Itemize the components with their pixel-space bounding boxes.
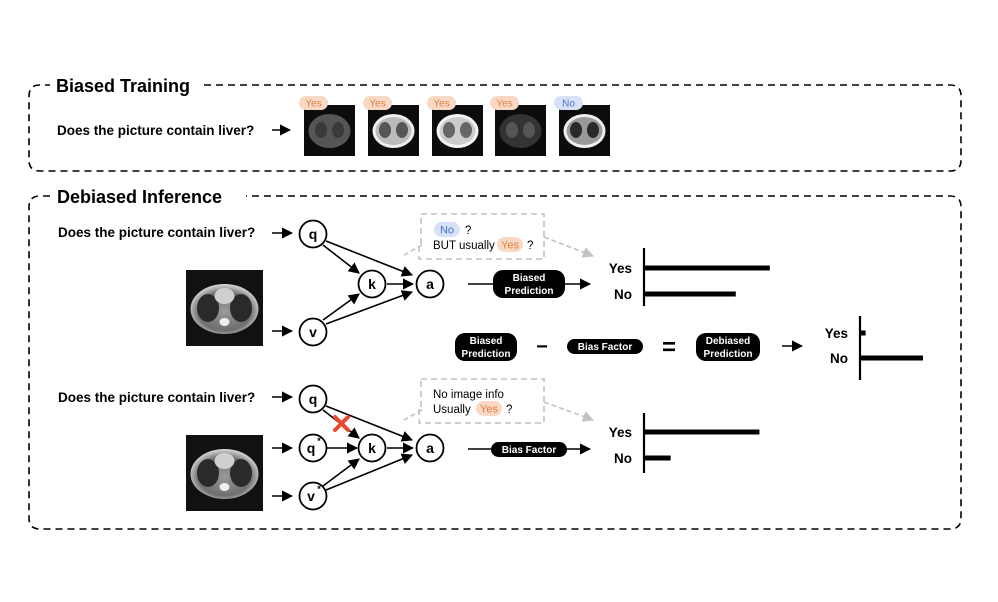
biased-training-panel: Biased Training Does the picture contain…: [28, 72, 962, 172]
node-q-star-label: q: [307, 440, 316, 456]
label-pill-text: Yes: [305, 99, 321, 110]
training-scan: Yes: [299, 96, 355, 156]
node-a-bottom: [415, 433, 445, 463]
bubble-usually: Usually: [433, 404, 471, 416]
label-pill: [299, 96, 328, 110]
svg-text:Prediction: Prediction: [704, 349, 753, 360]
svg-text:Bias Factor: Bias Factor: [502, 445, 557, 456]
node-k-bottom: [357, 433, 387, 463]
training-scan: Yes: [363, 96, 419, 156]
label-pill-text: Yes: [369, 99, 385, 110]
node-q-top-label: q: [309, 226, 318, 242]
label-pill-text: No: [562, 99, 575, 110]
svg-text:Prediction: Prediction: [505, 286, 554, 297]
bottom-question: Does the picture contain liver?: [58, 390, 255, 405]
bar: [644, 429, 760, 435]
node-v-star-mark: *: [317, 484, 321, 494]
eq-minus: −: [536, 336, 548, 358]
svg-text:Biased: Biased: [470, 336, 503, 347]
bar: [644, 291, 736, 297]
bar: [644, 265, 770, 271]
svg-text:Biased: Biased: [513, 273, 546, 284]
node-q-bottom: [298, 384, 328, 414]
node-a-top-label: a: [426, 276, 434, 292]
node-q-star-mark: *: [317, 436, 321, 446]
node-q-bottom-label: q: [309, 391, 318, 407]
node-q-star: [298, 433, 328, 463]
bubble-q2: ?: [527, 240, 533, 252]
bottom-thought-bubble: No image info Usually Yes ?: [403, 378, 595, 424]
bar-label: No: [614, 451, 632, 466]
yes-pill-text: Yes: [480, 404, 498, 416]
top-thought-bubble: No ? BUT usually Yes ?: [403, 213, 595, 260]
bar-label: Yes: [609, 425, 632, 440]
training-scans: Yes Yes Yes Yes No: [299, 96, 610, 156]
top-graph: Does the picture contain liver? q v k: [58, 213, 770, 347]
label-pill: [363, 96, 392, 110]
yes-pill: [497, 237, 523, 252]
no-pill-text: No: [440, 225, 454, 237]
node-v-star-label: v: [307, 488, 315, 504]
training-scan: No: [554, 96, 610, 156]
yes-pill-text: Yes: [501, 240, 519, 252]
bar-label: Yes: [825, 326, 848, 341]
svg-text:Prediction: Prediction: [462, 349, 511, 360]
bar: [860, 355, 923, 361]
bottom-graph: Does the picture contain liver? q q: [58, 378, 760, 511]
yes-pill: [476, 401, 502, 416]
no-pill: [434, 222, 460, 237]
ct-scan-top: [186, 270, 263, 346]
cut-edge-cross-icon: [333, 415, 350, 432]
svg-text:Bias Factor: Bias Factor: [578, 342, 633, 353]
eq-bias-factor: Bias Factor: [567, 339, 643, 354]
bar-label: No: [830, 351, 848, 366]
node-v-star: [298, 481, 328, 511]
training-scan: Yes: [427, 96, 483, 156]
eq-equals: =: [662, 334, 676, 361]
label-pill: [554, 96, 583, 110]
debiased-inference-panel: Debiased Inference Does the picture cont…: [28, 183, 962, 530]
biased-training-title: Biased Training: [56, 76, 190, 96]
node-k-bottom-label: k: [368, 440, 376, 456]
training-question: Does the picture contain liver?: [57, 123, 254, 138]
debias-equation: Biased Prediction − Bias Factor = Debias…: [455, 316, 923, 380]
debiased-inference-title: Debiased Inference: [57, 187, 222, 207]
label-pill: [490, 96, 519, 110]
bar: [644, 455, 671, 461]
eq-biased-prediction: Biased Prediction: [455, 333, 517, 361]
biased-prediction-label-top: Biased Prediction: [493, 270, 565, 298]
bar-label: No: [614, 287, 632, 302]
node-a-top: [415, 269, 445, 299]
training-scan: Yes: [490, 96, 546, 156]
top-question: Does the picture contain liver?: [58, 225, 255, 240]
ct-scan-bottom: [186, 435, 263, 511]
bubble-q1: ?: [465, 225, 471, 237]
bar: [860, 330, 866, 336]
node-a-bottom-label: a: [426, 440, 434, 456]
label-pill-text: Yes: [433, 99, 449, 110]
label-pill-text: Yes: [496, 99, 512, 110]
bar-label: Yes: [609, 261, 632, 276]
eq-debiased-prediction: Debiased Prediction: [696, 333, 760, 361]
bias-factor-label-bottom: Bias Factor: [491, 442, 567, 457]
node-q-top: [298, 219, 328, 249]
label-pill: [427, 96, 456, 110]
node-k-top-label: k: [368, 276, 376, 292]
node-v-top-label: v: [309, 324, 317, 340]
bubble-no-image-info: No image info: [433, 389, 504, 401]
svg-text:Debiased: Debiased: [706, 336, 750, 347]
node-v-top: [298, 317, 328, 347]
bubble-but-usually: BUT usually: [433, 240, 495, 252]
node-k-top: [357, 269, 387, 299]
bubble-q3: ?: [506, 404, 512, 416]
